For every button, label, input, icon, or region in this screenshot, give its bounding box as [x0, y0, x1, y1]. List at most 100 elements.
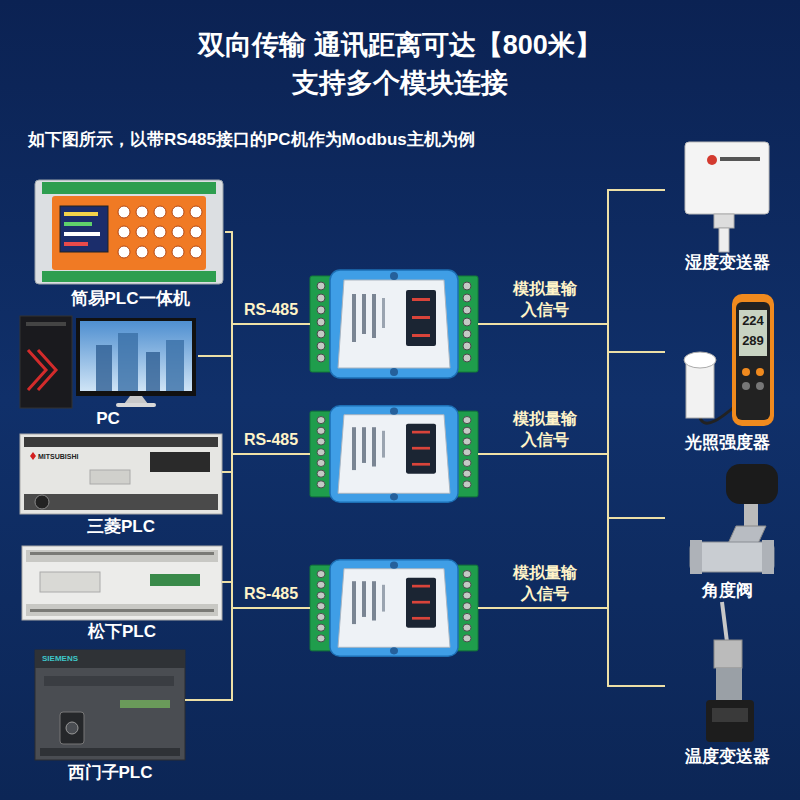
plc-unit-part — [190, 246, 202, 258]
device-label: 松下PLC — [22, 621, 222, 643]
display-reading: 224 — [739, 313, 767, 329]
temperature-transmitter-part — [706, 700, 754, 742]
device-label: 西门子PLC — [35, 762, 185, 784]
bus-wire — [222, 454, 310, 582]
bus-wire — [478, 352, 665, 454]
plc-unit-part — [172, 206, 184, 218]
temperature-transmitter — [706, 602, 754, 742]
device-node: PC — [18, 316, 198, 432]
bus-wire — [222, 324, 310, 582]
bus-wire — [185, 324, 310, 700]
light-meter-part — [742, 382, 750, 390]
device-label: 温度变送器 — [665, 746, 790, 768]
temperature-transmitter-part — [714, 640, 742, 668]
converter-module: RS-485模拟量输 入信号 — [310, 268, 478, 380]
siemens-plc-part — [120, 700, 170, 708]
bus-wire — [222, 472, 310, 608]
siemens-plc-part — [40, 748, 180, 756]
signal-label: 模拟量输 入信号 — [508, 408, 582, 450]
pc-computer-part — [80, 321, 192, 391]
bus-wire — [185, 608, 310, 700]
bus-wire — [478, 454, 665, 686]
bus-label: RS-485 — [236, 583, 306, 604]
pc-computer-part — [116, 403, 156, 407]
light-meter-part — [739, 310, 767, 356]
module-body — [310, 270, 478, 378]
angle-valve-part — [762, 540, 774, 574]
signal-label: 模拟量输 入信号 — [508, 562, 582, 604]
plc-unit-part — [154, 226, 166, 238]
humidity-sensor-part — [719, 228, 729, 252]
bus-label: RS-485 — [236, 299, 306, 320]
plc-unit-part — [42, 271, 216, 282]
angle-valve-part — [690, 540, 702, 574]
panasonic-plc-part — [22, 546, 222, 620]
bus-wire — [478, 190, 665, 324]
mitsubishi-plc-part — [20, 434, 222, 514]
bus-wire — [478, 454, 665, 518]
page-title: 双向传输 通讯距离可达【800米】 支持多个模块连接 — [100, 26, 700, 102]
angle-valve-part — [744, 504, 758, 526]
panasonic-plc-part — [26, 550, 218, 562]
plc-unit-part — [118, 246, 130, 258]
humidity-sensor — [685, 142, 769, 252]
light-meter-part — [756, 368, 764, 376]
pc-computer-part — [118, 333, 138, 391]
angle-valve-part — [690, 542, 774, 572]
panasonic-plc-part — [30, 609, 214, 612]
panasonic-plc-part — [26, 604, 218, 616]
plc-unit-part — [64, 232, 100, 236]
pc-computer-part — [166, 340, 184, 391]
plc-unit-part — [64, 222, 92, 226]
mitsubishi-plc-part — [90, 470, 130, 484]
device-label: 光照强度器 — [665, 432, 790, 454]
panasonic-plc-part — [30, 552, 214, 555]
pc-computer-part — [96, 345, 112, 391]
plc-unit-part — [154, 246, 166, 258]
plc-unit-part — [136, 226, 148, 238]
bus-wire — [478, 518, 665, 608]
device-label: 湿度变送器 — [665, 252, 790, 274]
plc-unit-part — [172, 246, 184, 258]
pc-computer-part — [20, 316, 72, 408]
plc-unit-part — [52, 196, 206, 270]
mitsubishi-plc-part — [30, 452, 36, 460]
device-label: PC — [18, 408, 198, 430]
plc-unit-part — [35, 180, 223, 284]
temperature-transmitter-part — [716, 668, 742, 702]
light-meter-part — [686, 360, 714, 418]
pc-computer-part — [76, 318, 196, 396]
bus-wire — [478, 324, 665, 518]
plc-unit-part — [190, 226, 202, 238]
mitsubishi-plc-part — [150, 452, 210, 472]
temperature-transmitter-part — [712, 708, 748, 722]
bus-wire — [225, 232, 310, 608]
humidity-sensor-part — [685, 142, 769, 214]
pc-computer-part — [146, 352, 160, 391]
subtitle-note: 如下图所示，以带RS485接口的PC机作为Modbus主机为例 — [28, 129, 475, 151]
bus-wire — [198, 356, 310, 608]
siemens-plc-part — [35, 650, 185, 760]
plc-unit-part — [190, 206, 202, 218]
plc-unit-part — [64, 242, 88, 246]
angle-valve — [690, 464, 778, 574]
angle-valve-part — [726, 464, 778, 504]
plc-unit-part — [172, 226, 184, 238]
light-meter-part — [756, 382, 764, 390]
bus-wire — [478, 190, 665, 608]
bus-wire — [198, 324, 310, 356]
device-node: 角度阀 — [665, 462, 790, 604]
panasonic-plc-part — [150, 574, 200, 586]
device-node: 简易PLC一体机 — [35, 176, 225, 312]
device-node: 湿度变送器 — [665, 138, 790, 276]
plc-unit-part — [118, 206, 130, 218]
mitsubishi-plc-part — [24, 494, 218, 510]
device-node: 温度变送器 — [665, 608, 790, 770]
bus-wire — [222, 454, 310, 472]
panasonic-plc — [22, 546, 222, 620]
light-meter — [684, 294, 774, 426]
plc-unit-part — [118, 226, 130, 238]
